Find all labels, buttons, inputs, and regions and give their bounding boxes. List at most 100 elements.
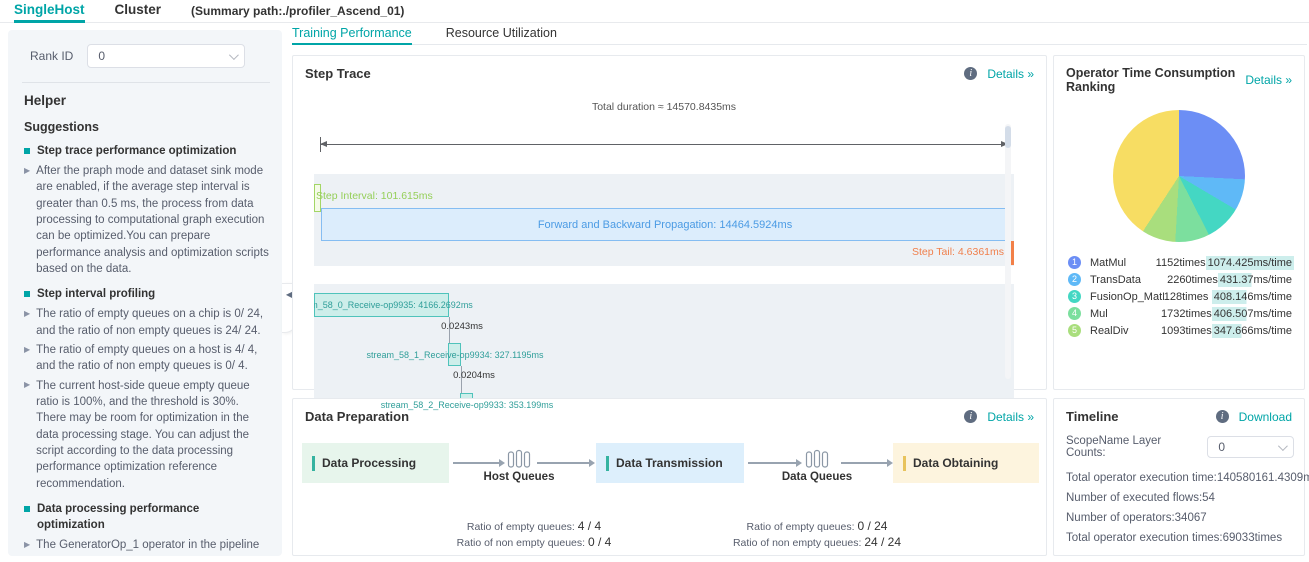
data-queue-ratios: Ratio of empty queues: 0 / 24 Ratio of n… — [697, 519, 937, 551]
avg-time-value: 431.37ms/time — [1217, 272, 1294, 287]
rank-badge: 5 — [1068, 324, 1081, 337]
stream-bar-0[interactable]: stream_58_0_Receive-op9935: 4166.2692ms — [314, 293, 473, 317]
rank-badge: 1 — [1068, 256, 1081, 269]
fp-bp-label: Forward and Backward Propagation: 14464.… — [537, 218, 793, 231]
flow-arrow-icon — [841, 459, 893, 466]
operator-ranking-panel: Operator Time Consumption Ranking Detail… — [1053, 55, 1305, 390]
arrow-bullet-icon: ▶ — [24, 344, 31, 354]
square-bullet-icon — [24, 506, 30, 513]
avg-time-value: 347.666ms/time — [1211, 323, 1294, 338]
data-preparation-details-link[interactable]: Details » — [987, 409, 1034, 424]
timeline-download-link[interactable]: Download — [1238, 409, 1292, 424]
tab-singlehost[interactable]: SingleHost — [14, 0, 85, 23]
ratio-value: 0 / 4 — [587, 535, 612, 549]
arrow-head-right-icon — [1001, 141, 1008, 147]
collapse-arrow-icon: ◀ — [285, 290, 293, 299]
times-count: 2260times — [1167, 273, 1218, 286]
suggestion-text: The GeneratorOp_1 operator in the pipeli… — [36, 539, 260, 556]
flow-arrow-icon — [748, 459, 802, 466]
tab-resource-utilization[interactable]: Resource Utilization — [445, 26, 557, 40]
timeline-body: ScopeName Layer Counts: 0 Total operator… — [1066, 435, 1309, 548]
data-preparation-title: Data Preparation — [305, 409, 410, 424]
step-trace-title: Step Trace — [305, 66, 371, 81]
stream-2-label: stream_58_2_Receive-op9933: 353.199ms — [380, 400, 554, 410]
scope-layer-counts-select[interactable]: 0 — [1207, 436, 1294, 458]
queue-icon — [507, 449, 531, 469]
scrollbar[interactable] — [1005, 124, 1011, 379]
group-title-text: Step trace performance optimization — [37, 145, 237, 157]
stat-executed-flows: Number of executed flows:54 — [1066, 492, 1215, 504]
operator-pie-chart[interactable] — [1113, 110, 1245, 242]
rank-id-select[interactable]: 0 — [87, 44, 246, 68]
suggestions-title: Suggestions — [24, 120, 100, 134]
avg-time-value: 406.507ms/time — [1211, 306, 1294, 321]
stream-0-label: stream_58_0_Receive-op9935: 4166.2692ms — [314, 300, 473, 310]
legend-row-fusionop-matmul-[interactable]: 3FusionOp_MatMul...128times408.146ms/tim… — [1068, 288, 1294, 305]
scope-layer-counts-value: 0 — [1218, 440, 1226, 454]
times-count: 1732times — [1160, 307, 1212, 320]
suggestion-group-title: Data processing performance optimization — [24, 501, 270, 533]
fp-bp-bar[interactable]: Forward and Backward Propagation: 14464.… — [321, 208, 1009, 241]
arrow-bullet-icon: ▶ — [24, 380, 31, 390]
arrow-bullet-icon: ▶ — [24, 165, 31, 175]
tab-cluster[interactable]: Cluster — [114, 1, 162, 17]
operator-name: TransData — [1090, 273, 1141, 286]
queue-icon — [805, 449, 829, 469]
chevron-down-icon — [229, 49, 240, 60]
stream-bar-1[interactable] — [448, 343, 461, 366]
stage-accent — [312, 455, 315, 471]
main-tab-bar: Training Performance Resource Utilizatio… — [292, 24, 1307, 45]
stat-total-execution-times: Total operator execution times:69033time… — [1066, 532, 1283, 544]
host-queue-ratios: Ratio of empty queues: 4 / 4 Ratio of no… — [414, 519, 654, 551]
step-tail-bar[interactable] — [1008, 241, 1014, 265]
info-icon[interactable]: i — [964, 67, 978, 80]
scope-layer-counts-label: ScopeName Layer Counts: — [1066, 435, 1162, 459]
arrow-head-left-icon — [320, 141, 327, 147]
rank-id-label: Rank ID — [30, 49, 74, 63]
data-queues-label: Data Queues — [781, 471, 853, 483]
helper-title: Helper — [24, 93, 67, 108]
stage-label: Data Processing — [322, 456, 417, 470]
step-trace-details-link[interactable]: Details » — [987, 66, 1034, 81]
rank-id-row: Rank ID 0 — [30, 44, 270, 68]
flow-arrow-icon — [537, 459, 595, 466]
rank-badge: 2 — [1068, 273, 1081, 286]
suggestion-group-title: Step interval profiling — [24, 286, 270, 302]
group-title-text: Data processing performance optimization — [37, 503, 200, 532]
info-icon[interactable]: i — [1215, 410, 1229, 423]
avg-time-value: 1074.425ms/time — [1205, 255, 1294, 270]
total-duration-label: Total duration ≈ 14570.8435ms — [591, 101, 737, 113]
rank-id-value: 0 — [98, 49, 106, 63]
ratio-label: Ratio of non empty queues: — [732, 537, 862, 549]
suggestion-item: ▶After the praph mode and dataset sink m… — [24, 163, 270, 277]
scrollbar-thumb[interactable] — [1005, 126, 1011, 148]
operator-name: FusionOp_MatMul... — [1090, 290, 1164, 303]
stage-label: Data Transmission — [616, 456, 723, 470]
arrow-bullet-icon: ▶ — [24, 308, 31, 318]
operator-name: Mul — [1090, 307, 1108, 320]
step-interval-bar[interactable] — [314, 184, 321, 212]
stat-number-of-operators: Number of operators:34067 — [1066, 512, 1207, 524]
square-bullet-icon — [24, 148, 30, 154]
stage-data-transmission[interactable]: Data Transmission — [596, 443, 744, 483]
operator-ranking-details-link[interactable]: Details » — [1245, 73, 1292, 87]
stat-total-execution-time: Total operator execution time:140580161.… — [1066, 472, 1309, 484]
arrow-line — [320, 144, 1008, 145]
info-icon[interactable]: i — [964, 410, 978, 423]
ratio-value: 24 / 24 — [864, 535, 902, 549]
tab-training-performance[interactable]: Training Performance — [292, 24, 412, 45]
avg-time-value: 408.146ms/time — [1211, 289, 1294, 304]
suggestion-item: ▶The current host-side queue empty queue… — [24, 378, 270, 492]
flow-arrow-icon — [453, 459, 505, 466]
timeline-panel: Timeline i Download ScopeName Layer Coun… — [1053, 398, 1309, 556]
stage-data-obtaining[interactable]: Data Obtaining — [893, 443, 1039, 483]
helper-sidebar: Rank ID 0 Helper Suggestions Step trace … — [8, 30, 282, 556]
stage-data-processing[interactable]: Data Processing — [302, 443, 449, 483]
stream-connector-0 — [449, 317, 450, 343]
